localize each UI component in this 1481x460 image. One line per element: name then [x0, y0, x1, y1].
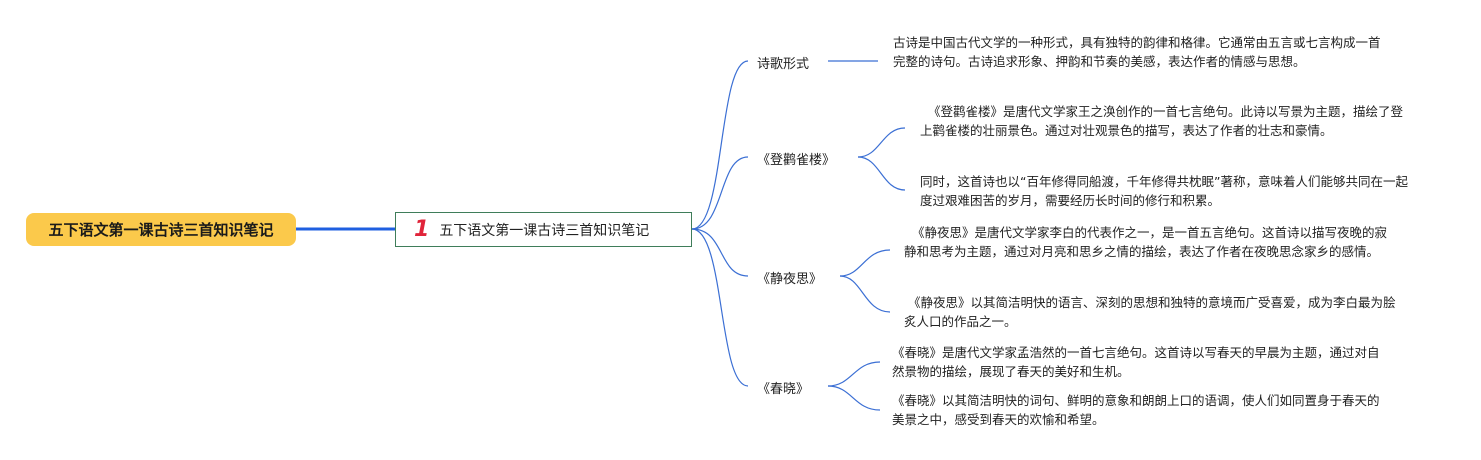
- main-topic-number-badge: 1: [414, 216, 430, 242]
- leaf-topic-text: 《静夜思》是唐代文学家李白的代表作之一，是一首五言绝句。这首诗以描写夜晚的寂静和…: [904, 225, 1388, 259]
- main-topic[interactable]: 1 五下语文第一课古诗三首知识笔记: [395, 212, 692, 247]
- branch-topic-poetry-form[interactable]: 诗歌形式: [757, 53, 809, 72]
- connector-main-to-branch-2: [691, 156, 749, 230]
- connector-branch-3-to-leaf-4: [839, 249, 891, 277]
- leaf-topic-jing-ye-si-note-1[interactable]: 《静夜思》是唐代文学家李白的代表作之一，是一首五言绝句。这首诗以描写夜晚的寂静和…: [904, 223, 1396, 261]
- leaf-topic-text: 古诗是中国古代文学的一种形式，具有独特的韵律和格律。它通常由五言或七言构成一首完…: [893, 35, 1381, 69]
- leaf-topic-text: 《静夜思》以其简洁明快的语言、深刻的思想和独特的意境而广受喜爱，成为李白最为脍炙…: [904, 295, 1396, 329]
- connector-branch-3-to-leaf-5: [839, 275, 891, 313]
- leaf-topic-deng-guan-que-lou-note-1[interactable]: 《登鹳雀楼》是唐代文学家王之涣创作的一首七言绝句。此诗以写景为主题，描绘了登上鹳…: [920, 102, 1412, 140]
- connector-main-to-branch-1: [691, 60, 749, 230]
- connector-branch-2-to-leaf-2: [857, 127, 906, 158]
- connector-branch-2-to-leaf-3: [857, 156, 906, 191]
- branch-topic-label: 诗歌形式: [757, 57, 810, 72]
- connector-main-to-branch-3: [691, 228, 749, 277]
- branch-topic-label: 《春晓》: [757, 382, 810, 397]
- leaf-topic-text: 《春晓》以其简洁明快的词句、鲜明的意象和朗朗上口的语调，使人们如同置身于春天的美…: [892, 393, 1380, 427]
- branch-topic-label: 《登鹳雀楼》: [757, 153, 836, 168]
- branch-topic-label: 《静夜思》: [757, 272, 823, 287]
- leaf-topic-text: 同时，这首诗也以“百年修得同船渡，千年修得共枕眠”著称，意味着人们能够共同在一起…: [920, 174, 1408, 208]
- connector-branch-4-to-leaf-7: [827, 385, 881, 411]
- connector-branch-4-to-leaf-6: [827, 361, 881, 387]
- leaf-topic-chun-xiao-note-2[interactable]: 《春晓》以其简洁明快的词句、鲜明的意象和朗朗上口的语调，使人们如同置身于春天的美…: [892, 391, 1384, 429]
- leaf-topic-poetry-form-note[interactable]: 古诗是中国古代文学的一种形式，具有独特的韵律和格律。它通常由五言或七言构成一首完…: [893, 33, 1385, 71]
- root-topic[interactable]: 五下语文第一课古诗三首知识笔记: [26, 213, 296, 246]
- main-topic-label: 五下语文第一课古诗三首知识笔记: [439, 222, 650, 239]
- leaf-topic-deng-guan-que-lou-note-2[interactable]: 同时，这首诗也以“百年修得同船渡，千年修得共枕眠”著称，意味着人们能够共同在一起…: [920, 172, 1412, 210]
- root-topic-label: 五下语文第一课古诗三首知识笔记: [48, 221, 274, 239]
- leaf-topic-text: 《春晓》是唐代文学家孟浩然的一首七言绝句。这首诗以写春天的早晨为主题，通过对自然…: [892, 345, 1380, 379]
- connector-main-to-branch-4: [691, 228, 749, 387]
- leaf-topic-text: 《登鹳雀楼》是唐代文学家王之涣创作的一首七言绝句。此诗以写景为主题，描绘了登上鹳…: [920, 104, 1404, 138]
- leaf-topic-chun-xiao-note-1[interactable]: 《春晓》是唐代文学家孟浩然的一首七言绝句。这首诗以写春天的早晨为主题，通过对自然…: [892, 343, 1384, 381]
- branch-topic-chun-xiao[interactable]: 《春晓》: [757, 378, 809, 397]
- leaf-topic-jing-ye-si-note-2[interactable]: 《静夜思》以其简洁明快的语言、深刻的思想和独特的意境而广受喜爱，成为李白最为脍炙…: [904, 293, 1396, 331]
- branch-topic-deng-guan-que-lou[interactable]: 《登鹳雀楼》: [757, 149, 835, 168]
- branch-topic-jing-ye-si[interactable]: 《静夜思》: [757, 268, 822, 287]
